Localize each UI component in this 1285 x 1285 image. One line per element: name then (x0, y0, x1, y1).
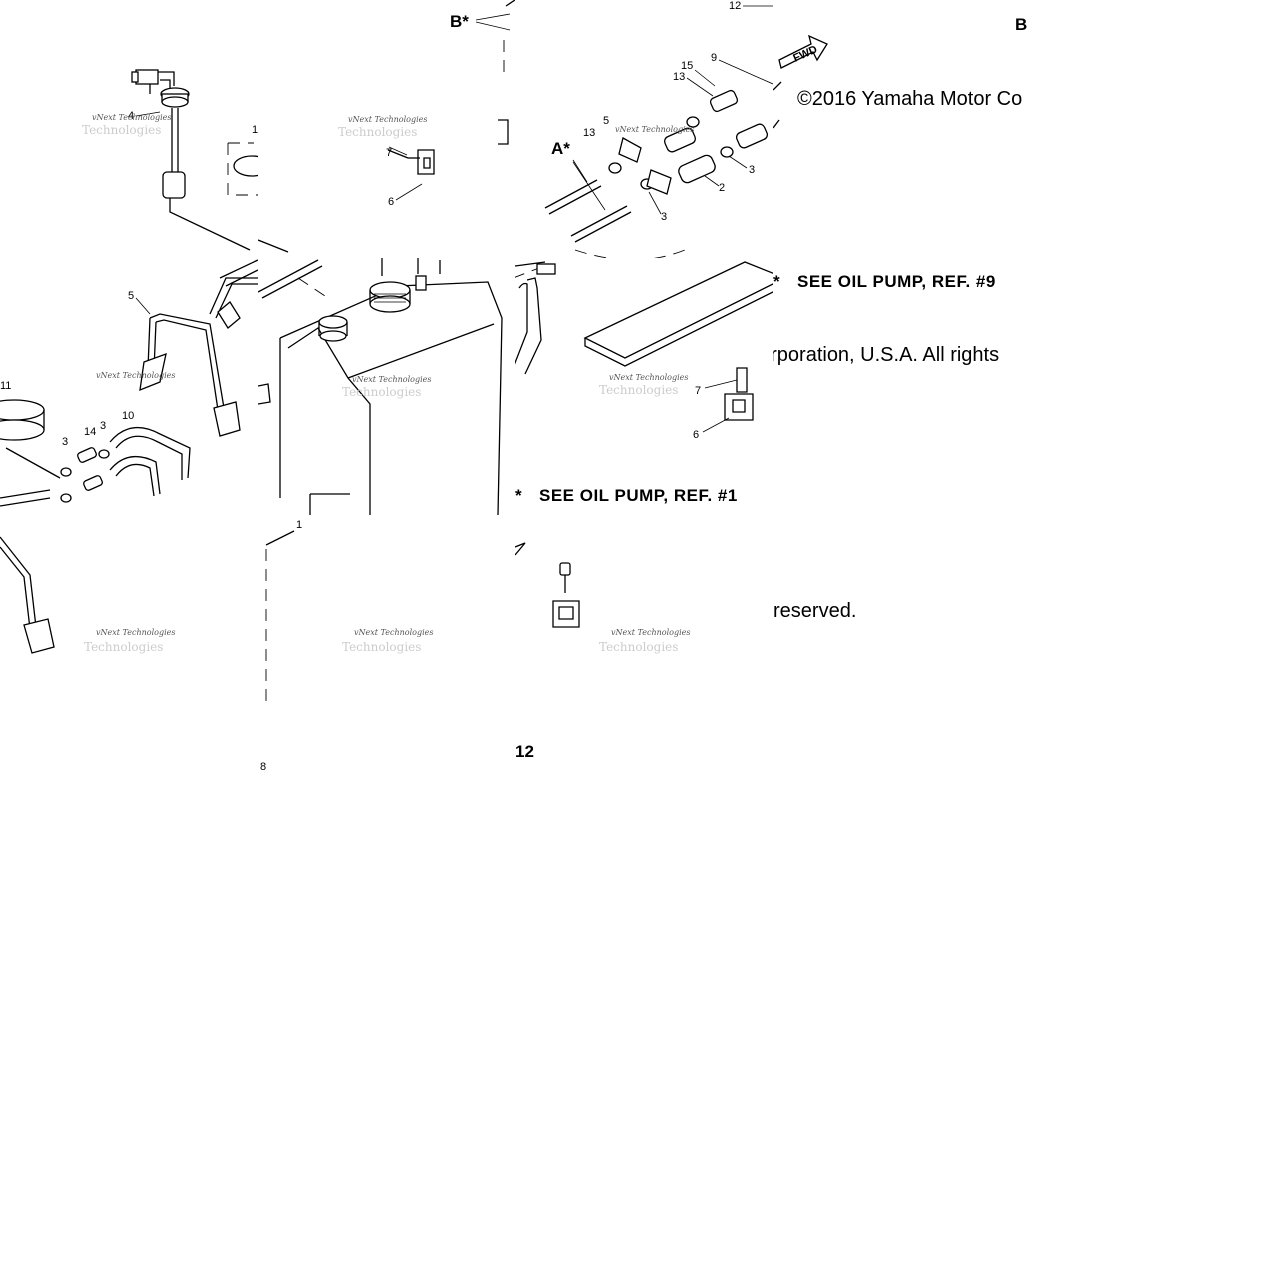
diagram-tile-plate-bracket: 7 6 vNext Technologies Technologies * SE… (515, 258, 773, 515)
watermark-shadow: Technologies (84, 640, 163, 654)
diagram-tile-sender-unit: 1 4 vNext Technologies Technologies (0, 0, 258, 258)
watermark-shadow: Technologies (599, 640, 678, 654)
callout-2: 2 (719, 182, 725, 194)
callout-5-top: 5 (603, 115, 609, 127)
diagram-tile-screw: 12 vNext Technologies Technologies (515, 515, 773, 772)
watermark-text: vNext Technologies (96, 371, 175, 380)
callout-10: 10 (122, 410, 134, 422)
watermark-text: vNext Technologies (92, 113, 171, 122)
callout-4: 4 (128, 110, 134, 122)
callout-12-bottom: 12 (515, 742, 534, 761)
callout-7-right: 7 (695, 385, 701, 397)
callout-13-lower: 13 (583, 127, 595, 139)
watermark-shadow: Technologies (342, 385, 421, 399)
diagram-tile-strap-cap: 5 vNext Technologies 11 3 14 3 10 (0, 258, 258, 515)
callout-11: 11 (0, 380, 11, 392)
watermark-text: vNext Technologies (96, 628, 175, 637)
callout-15: 15 (681, 60, 693, 72)
callout-3-left-a: 3 (62, 436, 68, 448)
fwd-arrow-label: FWD (791, 44, 819, 65)
copyright-line-1: ©2016 Yamaha Motor Co (797, 88, 1022, 110)
note-ref-9: SEE OIL PUMP, REF. #9 (797, 272, 996, 291)
watermark-text: vNext Technologies (609, 373, 688, 382)
fwd-arrow-icon (778, 34, 828, 69)
callout-12-top: 12 (729, 0, 741, 12)
callout-b: B (1015, 15, 1027, 34)
watermark-shadow: Technologies (82, 123, 161, 137)
diagram-tile-copyright: 9 reserved. (773, 515, 1030, 772)
watermark-text: vNext Technologies (352, 375, 431, 384)
copyright-line-3: reserved. (773, 600, 856, 622)
watermark-shadow: Technologies (338, 125, 417, 139)
diagram-tile-bracket: B* 7 6 vNext Technologies Technologies (258, 0, 515, 258)
watermark-shadow: Technologies (599, 383, 678, 397)
watermark-text: vNext Technologies (348, 115, 427, 124)
watermark-text: vNext Technologies (611, 628, 690, 637)
copyright-line-2: orporation, U.S.A. All rights (773, 344, 999, 366)
callout-13-upper: 13 (673, 71, 685, 83)
callout-3-left-b: 3 (100, 420, 106, 432)
callout-3-right: 3 (749, 164, 755, 176)
callout-6-top: 6 (388, 196, 394, 208)
watermark-text: vNext Technologies (615, 125, 694, 134)
diagram-tile-notes: * SEE OIL PUMP, REF. #9 orporation, U.S.… (773, 258, 1030, 515)
watermark-shadow: Technologies (342, 640, 421, 654)
callout-b-star: B* (450, 12, 469, 31)
callout-5-left: 5 (128, 290, 134, 302)
note-star: * (773, 272, 780, 291)
callout-3-lower: 3 (661, 211, 667, 223)
callout-9: 9 (711, 52, 717, 64)
diagram-tile-strap-bottom: vNext Technologies Technologies (0, 515, 258, 772)
callout-a-star: A* (551, 139, 570, 158)
diagram-tile-oil-tank: vNext Technologies Technologies (258, 258, 515, 515)
diagram-tile-hose-assembly: 12 15 9 13 A* 13 5 (515, 0, 773, 258)
callout-7-top: 7 (386, 147, 392, 159)
diagram-tile-frame-bottom: 1 8 vNext Technologies Technologies (258, 515, 515, 772)
note-ref-1: SEE OIL PUMP, REF. #1 (539, 486, 738, 505)
callout-6-right: 6 (693, 429, 699, 441)
callout-1-top: 1 (252, 124, 258, 136)
watermark-text: vNext Technologies (354, 628, 433, 637)
callout-14: 14 (84, 426, 96, 438)
callout-1-bottom: 1 (296, 519, 302, 531)
note-star: * (515, 486, 522, 505)
diagram-tile-legend-top: B FWD ©2016 Yamaha Motor Co A (773, 0, 1030, 258)
callout-8: 8 (260, 761, 266, 772)
